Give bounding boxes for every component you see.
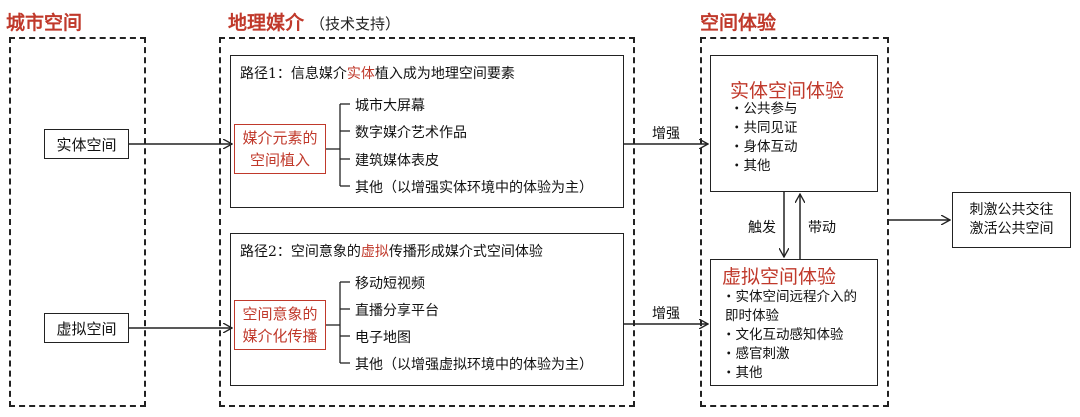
result-box: 刺激公共交往 激活公共空间 <box>952 192 1071 248</box>
media-element-embedding-box: 媒介元素的 空间植入 <box>234 124 326 174</box>
virtual-experience-title: 虚拟空间体验 <box>722 266 837 288</box>
path1-item-4: 其他（以增强实体环境中的体验为主） <box>355 180 593 196</box>
path1-title-pre: 路径1：信息媒介 <box>240 66 347 82</box>
image-mediatization-box: 空间意象的 媒介化传播 <box>234 300 326 350</box>
path2-title-post: 传播形成媒介式空间体验 <box>388 244 543 260</box>
virtual-experience-bullet-2: ・文化互动感知体验 <box>722 327 844 343</box>
image-mediatization-line2: 媒介化传播 <box>242 327 318 345</box>
virtual-experience-list: ・实体空间远程介入的 即时体验 ・文化互动感知体验 ・感官刺激 ・其他 <box>722 288 857 383</box>
virtual-experience-bullet-4: ・其他 <box>722 365 763 381</box>
physical-experience-bullet-2: ・共同见证 <box>730 120 798 136</box>
geo-media-subtitle: （技术支持） <box>310 15 401 33</box>
virtual-space-box: 虚拟空间 <box>44 313 129 343</box>
path1-item-2: 数字媒介艺术作品 <box>355 125 467 141</box>
path2-title-highlight: 虚拟 <box>360 244 389 260</box>
virtual-experience-bullet-1-cont: 即时体验 <box>725 308 779 324</box>
physical-space-box: 实体空间 <box>44 129 129 159</box>
path2-item-4: 其他（以增强虚拟环境中的体验为主） <box>355 357 593 373</box>
path2-item-3: 电子地图 <box>355 330 411 346</box>
virtual-space-label: 虚拟空间 <box>56 319 117 338</box>
path2-title: 路径2：空间意象的虚拟传播形成媒介式空间体验 <box>240 241 543 261</box>
physical-experience-bullet-3: ・身体互动 <box>730 139 798 155</box>
trigger-label: 触发 <box>748 220 776 236</box>
physical-experience-list: ・公共参与 ・共同见证 ・身体互动 ・其他 <box>730 100 798 176</box>
result-line1: 刺激公共交往 <box>969 202 1054 218</box>
physical-space-label: 实体空间 <box>56 135 117 154</box>
space-experience-title: 空间体验 <box>700 12 777 34</box>
virtual-experience-box <box>710 259 878 386</box>
path1-bracket <box>326 103 350 187</box>
geo-media-group <box>219 37 635 407</box>
virtual-experience-bullet-1: ・实体空间远程介入的 <box>722 289 857 305</box>
virtual-experience-bullet-3: ・感官刺激 <box>722 346 790 362</box>
geo-media-title: 地理媒介 （技术支持） <box>228 8 400 35</box>
physical-experience-box <box>710 55 878 192</box>
path2-bracket <box>326 281 350 364</box>
result-line2: 激活公共空间 <box>969 221 1054 237</box>
urban-space-title: 城市空间 <box>6 12 83 34</box>
media-element-embedding-line1: 媒介元素的 <box>242 129 318 147</box>
image-mediatization-line1: 空间意象的 <box>242 305 318 323</box>
physical-experience-bullet-1: ・公共参与 <box>730 101 798 117</box>
path2-item-2: 直播分享平台 <box>355 303 439 319</box>
geo-media-title-text: 地理媒介 <box>228 12 305 34</box>
path2-item-1: 移动短视频 <box>355 276 425 292</box>
path2-title-pre: 路径2：空间意象的 <box>240 244 361 260</box>
space-experience-group <box>700 37 889 407</box>
drive-label: 带动 <box>808 220 836 236</box>
urban-space-group <box>9 37 146 407</box>
physical-experience-title: 实体空间体验 <box>730 80 845 102</box>
enhance-top-label: 增强 <box>652 126 680 142</box>
path1-title-highlight: 实体 <box>346 66 375 82</box>
path1-item-3: 建筑媒体表皮 <box>355 153 439 169</box>
enhance-bottom-label: 增强 <box>652 306 680 322</box>
path1-title-post: 植入成为地理空间要素 <box>374 66 515 82</box>
media-element-embedding-line2: 空间植入 <box>249 151 310 169</box>
physical-experience-bullet-4: ・其他 <box>730 158 771 174</box>
path1-title: 路径1：信息媒介实体植入成为地理空间要素 <box>240 63 515 83</box>
path1-item-1: 城市大屏幕 <box>355 98 425 114</box>
